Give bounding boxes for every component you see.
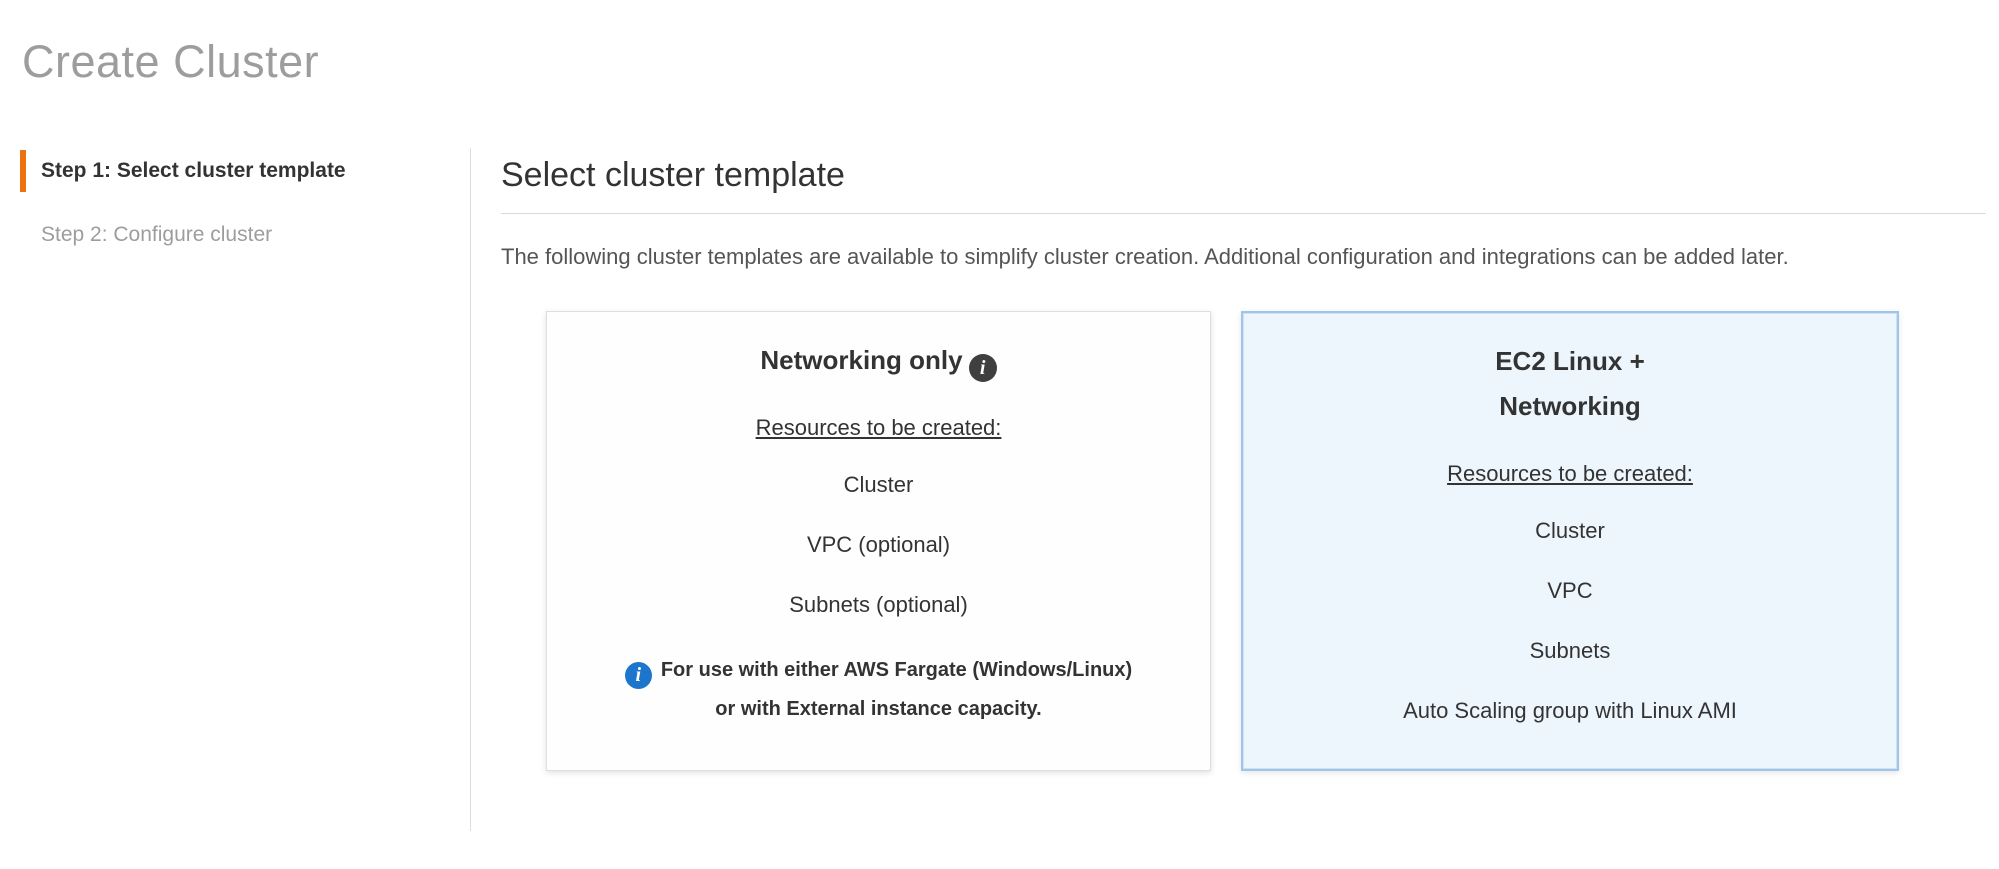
resources-heading: Resources to be created: — [755, 415, 1002, 440]
card-note: i For use with either AWS Fargate (Window… — [624, 651, 1133, 771]
resources-heading: Resources to be created: — [1447, 461, 1693, 486]
step-item-select-cluster-template[interactable]: Step 1: Select cluster template — [20, 150, 470, 192]
section-divider — [501, 213, 1986, 214]
resource-item: Subnets (optional) — [789, 592, 968, 617]
section-heading: Select cluster template — [501, 156, 845, 194]
card-title: EC2 Linux + Networking — [1495, 346, 1645, 421]
page-title: Create Cluster — [22, 36, 320, 87]
resource-item: Subnets — [1529, 638, 1611, 663]
section-description: The following cluster templates are avai… — [501, 244, 1789, 269]
info-icon[interactable]: i — [968, 354, 997, 382]
info-icon: i — [624, 662, 652, 689]
resource-item: Cluster — [843, 472, 914, 497]
card-title-text: Networking only — [760, 345, 963, 375]
resource-item: VPC — [1547, 578, 1593, 603]
resource-item: Auto Scaling group with Linux AMI — [1403, 698, 1737, 723]
resource-item: VPC (optional) — [806, 532, 951, 557]
card-note-line: For use with either AWS Fargate (Windows… — [660, 659, 1133, 681]
wizard-layout: Step 1: Select cluster template Step 2: … — [0, 148, 1999, 831]
step-item-configure-cluster[interactable]: Step 2: Configure cluster — [41, 223, 273, 246]
wizard-steps-nav: Step 1: Select cluster template Step 2: … — [0, 148, 470, 831]
template-card-ec2-linux-networking[interactable]: EC2 Linux + Networking Resources to be c… — [1241, 311, 1899, 771]
resource-item: Cluster — [1535, 518, 1605, 543]
card-note-line: or with External instance capacity. — [715, 698, 1042, 720]
step-content-panel: Select cluster template The following cl… — [470, 148, 1999, 831]
